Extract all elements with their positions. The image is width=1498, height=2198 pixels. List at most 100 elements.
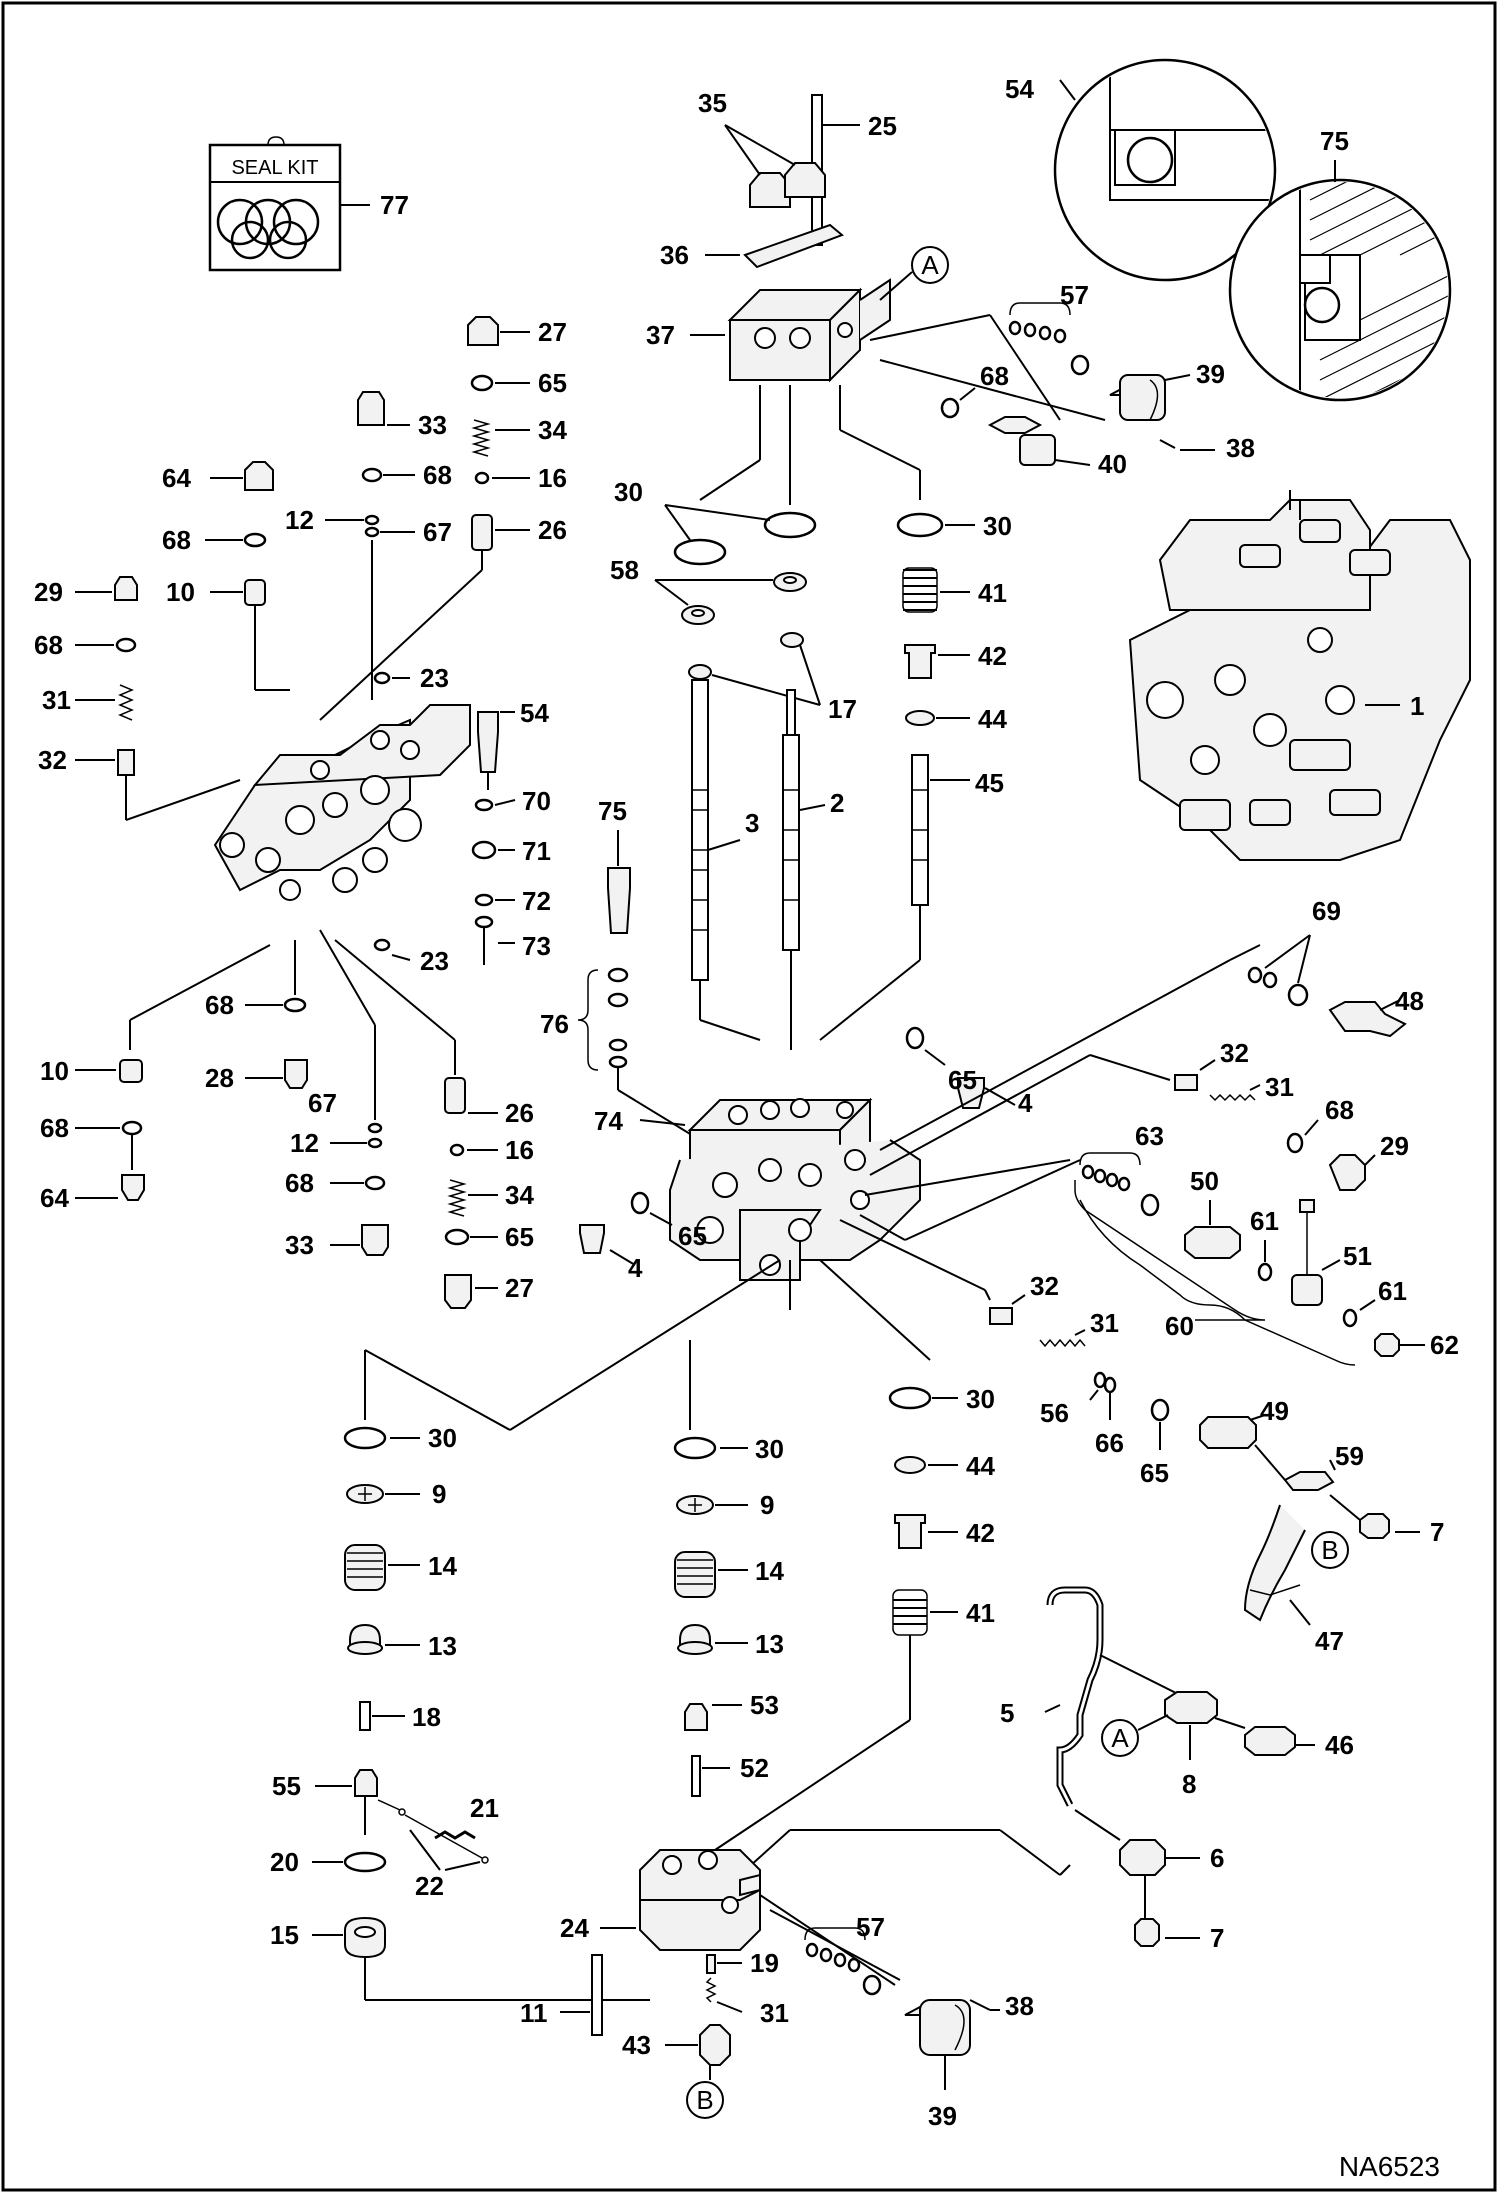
label-16-bottom: 16 bbox=[505, 1135, 534, 1165]
label-65-center-left: 65 bbox=[678, 1221, 707, 1251]
label-9-left: 9 bbox=[432, 1479, 446, 1509]
label-68-center-b: 68 bbox=[205, 990, 234, 1020]
label-10-bottom: 10 bbox=[40, 1056, 69, 1086]
label-51: 51 bbox=[1343, 1241, 1372, 1271]
label-42-bottom: 42 bbox=[966, 1518, 995, 1548]
label-31-right-b: 31 bbox=[1090, 1308, 1119, 1338]
label-40: 40 bbox=[1098, 449, 1127, 479]
right-parts-29: 32 31 68 29 bbox=[1089, 1038, 1409, 1191]
label-6: 6 bbox=[1210, 1843, 1224, 1873]
label-57-top: 57 bbox=[1060, 280, 1089, 310]
right-lower-parts: 32 31 56 66 65 49 59 7 47 B bbox=[984, 1271, 1444, 1656]
callout-b-right: B bbox=[1321, 1535, 1338, 1565]
label-1: 1 bbox=[1410, 691, 1424, 721]
left-valve-section bbox=[213, 704, 471, 901]
label-41-top: 41 bbox=[978, 578, 1007, 608]
left-upper-parts: 64 68 10 29 68 31 32 33 68 bbox=[34, 316, 567, 821]
label-72: 72 bbox=[522, 886, 551, 916]
label-30-lower-center: 30 bbox=[755, 1434, 784, 1464]
label-30-lower-right: 30 bbox=[966, 1384, 995, 1414]
label-11: 11 bbox=[520, 1998, 548, 2028]
right-parts-48: 69 48 bbox=[1247, 896, 1424, 1038]
label-7-bottom: 7 bbox=[1210, 1923, 1224, 1953]
seal-kit-box: SEAL KIT 77 bbox=[208, 136, 409, 272]
label-34-top: 34 bbox=[538, 415, 567, 445]
label-26-bottom: 26 bbox=[505, 1098, 534, 1128]
label-33-bottom: 33 bbox=[285, 1230, 314, 1260]
label-75: 75 bbox=[598, 796, 627, 826]
label-43: 43 bbox=[622, 2030, 651, 2060]
label-42-top: 42 bbox=[978, 641, 1007, 671]
label-54: 54 bbox=[520, 698, 549, 728]
label-54-detail: 54 bbox=[1005, 74, 1034, 104]
label-48: 48 bbox=[1395, 986, 1424, 1016]
label-32-right-a: 32 bbox=[1220, 1038, 1249, 1068]
label-60: 60 bbox=[1165, 1311, 1194, 1341]
label-68-right: 68 bbox=[1325, 1095, 1354, 1125]
label-17: 17 bbox=[828, 694, 857, 724]
label-29-left: 29 bbox=[34, 577, 63, 607]
detail-circle-75: 75 bbox=[1228, 126, 1452, 402]
label-68-center-c: 68 bbox=[285, 1168, 314, 1198]
seal-kit-label: SEAL KIT bbox=[231, 157, 318, 179]
label-23-bottom: 23 bbox=[420, 946, 449, 976]
complete-valve-assembly: 1 bbox=[1128, 490, 1471, 861]
label-39-bottom: 39 bbox=[928, 2101, 957, 2131]
detail-circle-54: 54 bbox=[1005, 58, 1277, 282]
label-21: 21 bbox=[470, 1793, 499, 1823]
label-63: 63 bbox=[1135, 1121, 1164, 1151]
label-69: 69 bbox=[1312, 896, 1341, 926]
callout-a-bottom: A bbox=[1111, 1723, 1129, 1753]
left-lower-parts: 10 68 64 68 28 67 12 68 33 26 bbox=[40, 929, 534, 1309]
label-65-top: 65 bbox=[538, 368, 567, 398]
label-36: 36 bbox=[660, 240, 689, 270]
label-32-right-b: 32 bbox=[1030, 1271, 1059, 1301]
label-19: 19 bbox=[750, 1948, 779, 1978]
label-47: 47 bbox=[1315, 1626, 1344, 1656]
label-10-top: 10 bbox=[166, 577, 195, 607]
label-24: 24 bbox=[560, 1913, 589, 1943]
label-76: 76 bbox=[540, 1009, 569, 1039]
label-38-bottom: 38 bbox=[1005, 1991, 1034, 2021]
label-61-a: 61 bbox=[1250, 1206, 1279, 1236]
label-20: 20 bbox=[270, 1847, 299, 1877]
label-64-top: 64 bbox=[162, 463, 191, 493]
label-12-bottom: 12 bbox=[290, 1128, 319, 1158]
label-74: 74 bbox=[594, 1106, 623, 1136]
label-12-top: 12 bbox=[285, 505, 314, 535]
tube-fittings: 5 8 A 46 6 7 bbox=[1000, 1586, 1354, 1953]
label-70: 70 bbox=[522, 786, 551, 816]
label-14-center: 14 bbox=[755, 1556, 784, 1586]
label-37: 37 bbox=[646, 320, 675, 350]
label-13-left: 13 bbox=[428, 1631, 457, 1661]
label-32-left: 32 bbox=[38, 745, 67, 775]
label-31-bottom: 31 bbox=[760, 1998, 789, 2028]
label-50: 50 bbox=[1190, 1166, 1219, 1196]
label-45: 45 bbox=[975, 768, 1004, 798]
label-9-center: 9 bbox=[760, 1490, 774, 1520]
label-39-top: 39 bbox=[1196, 359, 1225, 389]
label-27-top: 27 bbox=[538, 317, 567, 347]
label-7-right: 7 bbox=[1430, 1517, 1444, 1547]
label-67-bottom: 67 bbox=[308, 1088, 337, 1118]
label-68-left-c: 68 bbox=[40, 1113, 69, 1143]
label-8: 8 bbox=[1182, 1769, 1196, 1799]
label-55: 55 bbox=[272, 1771, 301, 1801]
label-59: 59 bbox=[1335, 1441, 1364, 1471]
label-67-top: 67 bbox=[423, 517, 452, 547]
center-left-parts: 23 23 54 70 71 72 73 75 76 bbox=[373, 663, 701, 1141]
label-28: 28 bbox=[205, 1063, 234, 1093]
label-44-bottom: 44 bbox=[966, 1451, 995, 1481]
label-56: 56 bbox=[1040, 1398, 1069, 1428]
label-30-lower-left: 30 bbox=[428, 1423, 457, 1453]
label-22: 22 bbox=[415, 1871, 444, 1901]
label-66: 66 bbox=[1095, 1428, 1124, 1458]
label-61-b: 61 bbox=[1378, 1276, 1407, 1306]
label-34-bottom: 34 bbox=[505, 1180, 534, 1210]
label-65-center-right: 65 bbox=[948, 1065, 977, 1095]
solenoid-group-top: 57 39 38 bbox=[869, 280, 1255, 463]
label-35: 35 bbox=[698, 88, 727, 118]
label-25: 25 bbox=[868, 111, 897, 141]
